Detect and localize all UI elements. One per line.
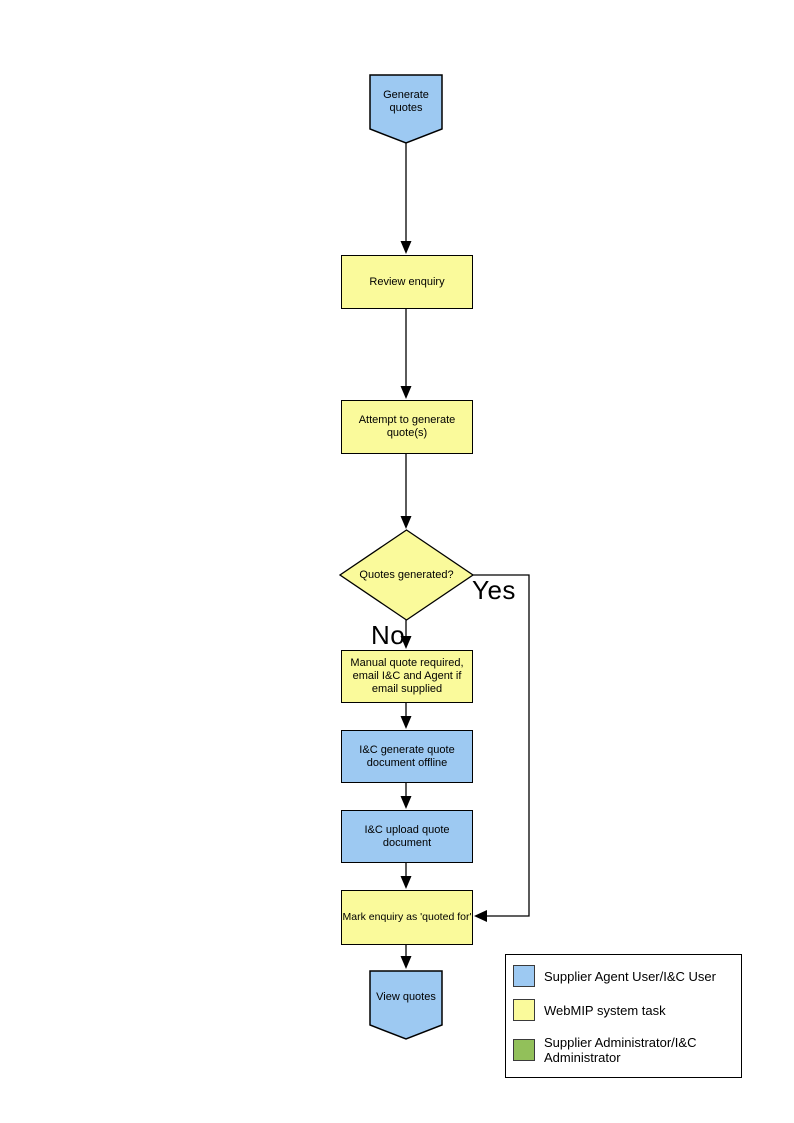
process-manual-quote-required: Manual quote required, email I&C and Age… <box>341 650 473 703</box>
legend-item-supplier-agent: Supplier Agent User/I&C User <box>513 965 736 987</box>
legend-item-supplier-admin: Supplier Administrator/I&C Administrator <box>513 1035 736 1065</box>
arrow-upload-to-mark <box>400 863 412 889</box>
arrow-mark-to-end <box>400 945 412 969</box>
node-label: Attempt to generate quote(s) <box>358 414 456 439</box>
arrow-decision-yes-to-mark <box>472 574 530 922</box>
legend-swatch-yellow <box>513 999 535 1021</box>
terminator-view-quotes: View quotes <box>369 970 443 1040</box>
arrow-review-to-attempt <box>400 309 412 399</box>
arrow-offline-to-upload <box>400 783 412 809</box>
off-page-connector-shape <box>369 74 443 144</box>
legend: Supplier Agent User/I&C User WebMIP syst… <box>505 954 742 1078</box>
node-label: Generate quotes <box>383 88 429 114</box>
arrow-attempt-to-decision <box>400 454 412 529</box>
legend-label: Supplier Administrator/I&C Administrator <box>544 1035 697 1065</box>
process-attempt-generate-quotes: Attempt to generate quote(s) <box>341 400 473 454</box>
node-label: Manual quote required, email I&C and Age… <box>350 657 464 695</box>
legend-label: Supplier Agent User/I&C User <box>544 968 716 984</box>
terminator-generate-quotes: Generate quotes <box>369 74 443 144</box>
node-label: Mark enquiry as 'quoted for' <box>342 911 472 923</box>
process-ic-generate-quote-offline: I&C generate quote document offline <box>341 730 473 783</box>
node-label: Quotes generated? <box>359 568 454 581</box>
legend-label: WebMIP system task <box>544 1002 666 1018</box>
process-review-enquiry: Review enquiry <box>341 255 473 309</box>
process-mark-enquiry-quoted: Mark enquiry as 'quoted for' <box>341 890 473 945</box>
arrow-start-to-review <box>400 143 412 254</box>
decision-diamond-shape <box>339 529 474 621</box>
legend-swatch-green <box>513 1039 535 1061</box>
legend-swatch-blue <box>513 965 535 987</box>
off-page-connector-shape <box>369 970 443 1040</box>
node-label: View quotes <box>376 991 436 1003</box>
edge-label-yes: Yes <box>472 575 516 605</box>
edge-label-no: No <box>371 620 406 650</box>
arrow-manual-to-offline <box>400 703 412 729</box>
process-ic-upload-quote: I&C upload quote document <box>341 810 473 863</box>
node-label: I&C upload quote document <box>364 823 450 849</box>
decision-quotes-generated: Quotes generated? <box>339 529 474 621</box>
node-label: Review enquiry <box>369 275 445 288</box>
legend-item-webmip-task: WebMIP system task <box>513 999 736 1021</box>
node-label: I&C generate quote document offline <box>359 743 455 769</box>
